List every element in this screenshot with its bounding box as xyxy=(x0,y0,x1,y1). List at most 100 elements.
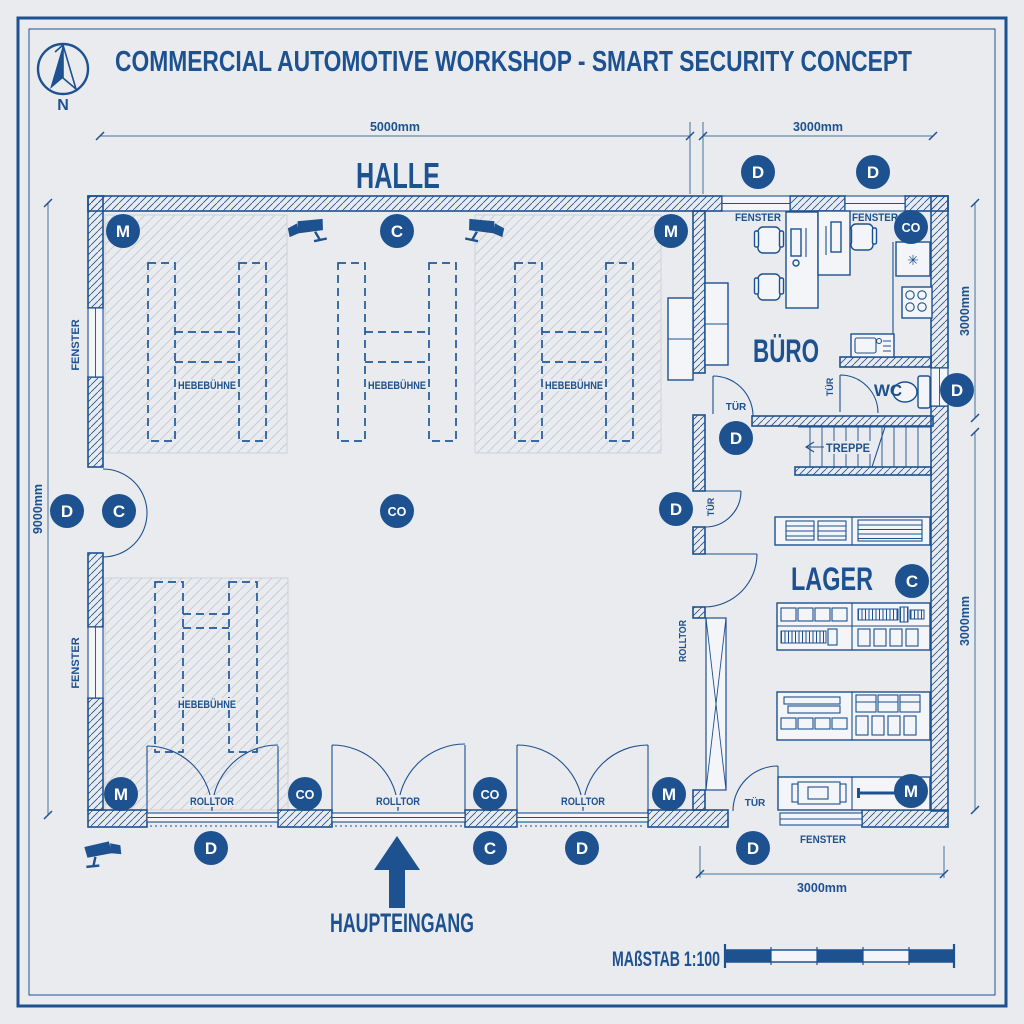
door-arc xyxy=(516,744,649,812)
lift-label: HEBEBÜHNE xyxy=(178,379,236,392)
wall-segment xyxy=(692,210,706,374)
door-threshold xyxy=(331,812,466,827)
window xyxy=(87,307,104,378)
roller-door-panel xyxy=(705,617,727,791)
dimension-lines: 5000mm 3000mm 9000mm 3000mm 3000mm 3000m… xyxy=(31,120,980,895)
lift-label: HEBEBÜHNE xyxy=(545,379,603,392)
chair xyxy=(753,273,785,301)
badge-door-contact: D xyxy=(194,831,228,865)
work-bays xyxy=(104,214,662,811)
badge-motion-sensor: M xyxy=(104,777,138,811)
svg-text:D: D xyxy=(951,381,963,400)
door-arc xyxy=(704,553,758,608)
dim-bottom-right: 3000mm xyxy=(797,881,847,895)
badge-camera: C xyxy=(473,831,507,865)
door-threshold xyxy=(516,812,649,827)
stairs: TREPPE xyxy=(798,426,931,468)
svg-text:D: D xyxy=(670,500,682,519)
windows xyxy=(87,195,949,827)
badge-door-contact: D xyxy=(940,373,974,407)
office-furniture: ✳ xyxy=(667,210,933,409)
window xyxy=(87,626,104,699)
entrance-label: HAUPTEINGANG xyxy=(330,908,474,938)
badge-co-sensor: CO xyxy=(288,777,322,811)
svg-text:C: C xyxy=(391,222,403,241)
window xyxy=(844,195,906,212)
scale-label: MAßSTAB 1:100 xyxy=(612,948,720,971)
svg-text:C: C xyxy=(484,839,496,858)
window-label: FENSTER xyxy=(852,212,898,224)
dim-hall-width: 5000mm xyxy=(370,120,420,134)
roller-door-label: ROLLTOR xyxy=(678,619,689,662)
badge-co-sensor: CO xyxy=(894,210,928,244)
dim-right-lower: 3000mm xyxy=(958,596,972,646)
wall-segment xyxy=(464,809,518,828)
badge-motion-sensor: M xyxy=(106,214,140,248)
north-compass-icon: N xyxy=(36,42,90,114)
compass-north-label: N xyxy=(57,97,69,114)
svg-text:CO: CO xyxy=(388,505,407,519)
appliance-star-icon: ✳ xyxy=(907,252,919,268)
opening-labels: HEBEBÜHNE HEBEBÜHNE HEBEBÜHNE HEBEBÜHNE … xyxy=(70,212,898,846)
window-label: FENSTER xyxy=(70,319,82,370)
badge-door-contact: D xyxy=(856,155,890,189)
shelf-unit xyxy=(774,516,931,546)
dim-annex-width: 3000mm xyxy=(793,120,843,134)
window xyxy=(779,812,863,826)
badge-camera: C xyxy=(380,214,414,248)
svg-text:M: M xyxy=(662,785,676,804)
main-entrance: HAUPTEINGANG xyxy=(330,836,474,938)
wall-segment xyxy=(87,376,104,468)
wall-segment xyxy=(692,526,706,555)
walls xyxy=(87,195,949,828)
door-arc xyxy=(704,490,742,528)
door-label: TÜR xyxy=(825,377,835,396)
badge-motion-sensor: M xyxy=(654,214,688,248)
door-label: TÜR xyxy=(706,497,716,516)
wall-segment xyxy=(839,356,932,368)
door-arc xyxy=(839,374,879,414)
badge-door-contact: D xyxy=(741,155,775,189)
wall-segment xyxy=(647,809,729,828)
lift-symbols xyxy=(147,262,634,753)
room-label-treppe: TREPPE xyxy=(826,441,870,455)
wall-segment xyxy=(87,697,104,811)
wall-segment xyxy=(794,466,932,476)
badge-door-contact: D xyxy=(565,831,599,865)
desk xyxy=(785,211,819,309)
wall-segment xyxy=(87,195,723,212)
door-label: TÜR xyxy=(745,796,766,809)
svg-text:D: D xyxy=(205,839,217,858)
wall-segment xyxy=(751,415,934,427)
window-label: FENSTER xyxy=(70,637,82,688)
wall-segment xyxy=(692,606,706,619)
door-label: TÜR xyxy=(726,400,747,413)
wall-segment xyxy=(930,195,949,369)
badge-camera: C xyxy=(895,564,929,598)
svg-text:M: M xyxy=(116,222,130,241)
badge-door-contact: D xyxy=(50,494,84,528)
wall-segment xyxy=(87,195,104,309)
wall-segment xyxy=(861,809,949,828)
badge-door-contact: D xyxy=(719,421,753,455)
entrance-arrow-icon xyxy=(374,836,420,908)
badge-co-sensor: CO xyxy=(380,494,414,528)
shelf-unit xyxy=(776,602,931,651)
badge-motion-sensor: M xyxy=(894,774,928,808)
scale-indicator: MAßSTAB 1:100 xyxy=(612,944,956,971)
svg-text:D: D xyxy=(747,839,759,858)
wall-segment xyxy=(87,552,104,628)
room-label-wc: WC xyxy=(874,381,902,400)
svg-text:CO: CO xyxy=(481,788,500,802)
stove xyxy=(901,286,933,319)
door-arc xyxy=(102,468,148,558)
svg-text:D: D xyxy=(576,839,588,858)
room-label-buero: BÜRO xyxy=(753,333,819,369)
dim-left-depth: 9000mm xyxy=(31,484,45,534)
appliance xyxy=(895,241,931,277)
svg-text:M: M xyxy=(114,785,128,804)
monitor xyxy=(790,228,802,257)
monitor xyxy=(830,221,842,253)
